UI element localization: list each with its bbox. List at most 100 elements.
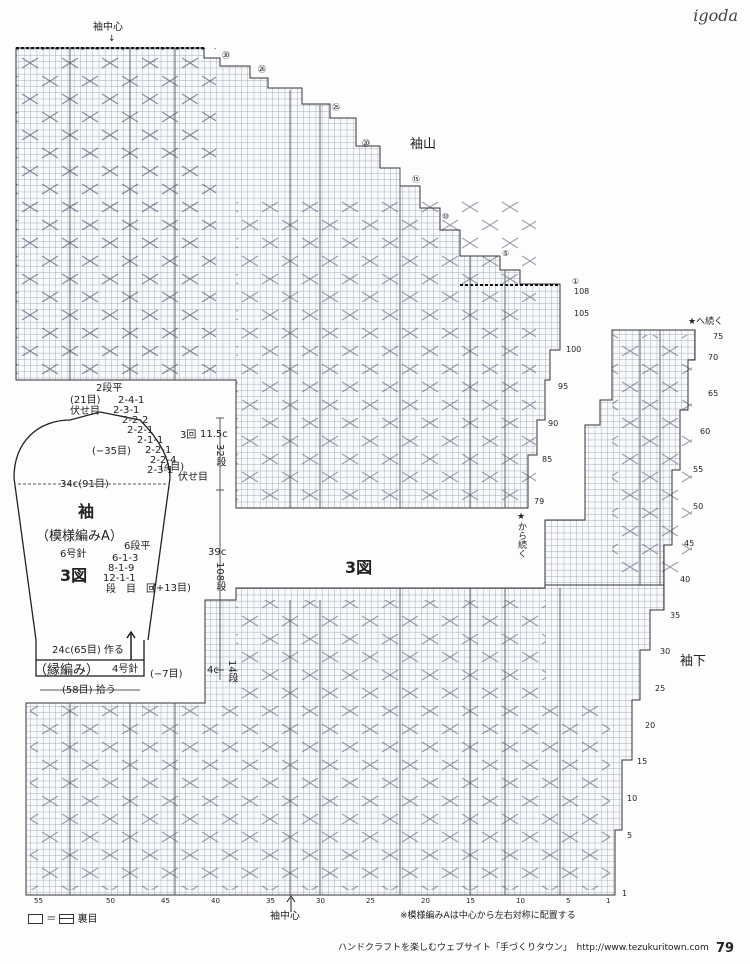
row-marker: 79 <box>534 497 545 506</box>
inc-header: 段 目 回 <box>106 584 156 595</box>
col-number: 20 <box>421 897 430 905</box>
row-marker: 108 <box>574 287 590 296</box>
footer-site: ハンドクラフトを楽しむウェブサイト「手づくりタウン」 http://www.te… <box>338 943 709 953</box>
blank-symbol-icon <box>28 914 43 924</box>
row-marker: 70 <box>708 353 719 362</box>
column-numbers: 55 50 45 40 35 30 25 20 15 10 5 1 <box>26 898 616 908</box>
body-rows: 108段 <box>214 562 225 592</box>
row-marker: 85 <box>542 455 553 464</box>
dec-total: (−35目) <box>92 446 131 457</box>
figure3-label: 3図 <box>345 558 373 577</box>
dec-line: 2-1-1 <box>137 435 164 446</box>
col-number: 55 <box>34 897 43 905</box>
rib-dec: (−7目) <box>150 669 183 680</box>
row-marker: 10 <box>627 794 638 803</box>
row-marker: ⑩ <box>442 212 450 221</box>
continue-side-label: ★から続く <box>516 512 526 558</box>
cap-height: 11.5c <box>200 429 228 440</box>
row-marker: 45 <box>684 539 695 548</box>
legend: ＝ 裏目 <box>28 910 98 925</box>
cap-rows: 32段 <box>214 444 225 467</box>
row-marker: ㉖ <box>258 65 266 74</box>
figure3-chart <box>25 584 665 896</box>
row-marker: 55 <box>693 465 704 474</box>
row-marker: 20 <box>645 721 656 730</box>
bind-off-label: 伏せ目 <box>70 406 100 417</box>
width-top: 34c(91目) <box>60 479 109 490</box>
row-marker: 50 <box>693 502 704 511</box>
row-marker: 30 <box>660 647 671 656</box>
col-number: 10 <box>516 897 525 905</box>
down-arrow-icon: ↓ <box>108 34 116 44</box>
side-bind: 伏せ目 <box>178 472 208 483</box>
schematic-needle: 6号針 <box>60 549 87 560</box>
brand-logo: igoda <box>693 6 738 25</box>
dec-line: 2-2-2 <box>122 415 149 426</box>
col-number: 40 <box>211 897 220 905</box>
col-number: 5 <box>566 897 571 905</box>
col-number: 30 <box>316 897 325 905</box>
col-number: 1 <box>606 897 611 905</box>
ribbing-label: （縁編み） <box>34 663 100 678</box>
row-marker: ① <box>572 277 580 286</box>
row-marker: ⑳ <box>362 139 370 148</box>
dec-line: 2-4-1 <box>118 395 145 406</box>
row-marker: 75 <box>713 332 724 341</box>
sleeve-center-label-top: 袖中心 <box>93 22 123 33</box>
dec-line: 2-2-1 <box>127 425 154 436</box>
row-marker: 5 <box>627 831 633 840</box>
schematic-figure: 3図 <box>60 566 88 585</box>
row-marker: 100 <box>566 345 582 354</box>
col-number: 45 <box>161 897 170 905</box>
row-marker: 60 <box>700 427 711 436</box>
sleeve-under-label: 袖下 <box>680 654 707 669</box>
cast-on: 24c(65目) 作る <box>52 645 124 656</box>
dimension-line <box>216 417 224 680</box>
inc-line: 6段平 <box>124 541 151 552</box>
top-flat: 2段平 <box>96 383 123 394</box>
inc-line: 12-1-1 <box>103 573 136 584</box>
rib-height: 4c <box>207 665 219 676</box>
row-marker: 95 <box>558 382 569 391</box>
row-marker: 25 <box>655 684 666 693</box>
purl-symbol-icon <box>59 914 75 924</box>
row-marker: ㉕ <box>332 103 340 112</box>
side-count: (4目) <box>160 462 185 473</box>
legend-equals: ＝ <box>46 914 57 925</box>
rib-rows: 14段 <box>226 660 237 683</box>
dec-line: 2-3-1 <box>147 465 174 476</box>
body-height: 39c <box>208 547 227 558</box>
row-marker: 35 <box>670 611 681 620</box>
up-arrow-icon <box>286 895 296 912</box>
sleeve-center-label-bottom: 袖中心 <box>270 911 300 922</box>
sleeve-schematic-outline <box>13 411 171 691</box>
dec-bracket: 3回 <box>180 430 197 441</box>
row-marker: ⑤ <box>502 249 510 258</box>
sleeve-under-chart-upper <box>544 329 696 586</box>
row-marker: ⑮ <box>412 175 420 184</box>
schematic-title: 袖 <box>78 502 95 521</box>
rib-needle: 4号針 <box>112 664 139 675</box>
row-marker: ㉚ <box>222 51 230 60</box>
sleeve-cap-chart <box>15 47 561 509</box>
continue-top-label: ★へ続く <box>688 317 724 327</box>
col-number: 50 <box>106 897 115 905</box>
row-marker: 90 <box>548 419 559 428</box>
schematic-pattern: （模様編みA） <box>36 529 123 544</box>
col-number: 25 <box>366 897 375 905</box>
row-marker: 65 <box>708 389 719 398</box>
row-marker: 1 <box>622 889 628 898</box>
sleeve-cap-label: 袖山 <box>410 137 437 152</box>
row-marker: 40 <box>680 575 691 584</box>
row-marker: 15 <box>637 757 648 766</box>
inc-line: 8-1-9 <box>108 563 135 574</box>
row-marker: 105 <box>574 309 590 318</box>
legend-meaning: 裏目 <box>77 914 98 925</box>
inc-line: 6-1-3 <box>112 553 139 564</box>
legend-note: ※模様編みAは中心から左右対称に配置する <box>400 911 576 921</box>
col-number: 15 <box>466 897 475 905</box>
dec-line: 2-2-1 <box>145 445 172 456</box>
bind-off-count: (21目) <box>70 395 101 406</box>
page-number: 79 <box>716 941 735 956</box>
